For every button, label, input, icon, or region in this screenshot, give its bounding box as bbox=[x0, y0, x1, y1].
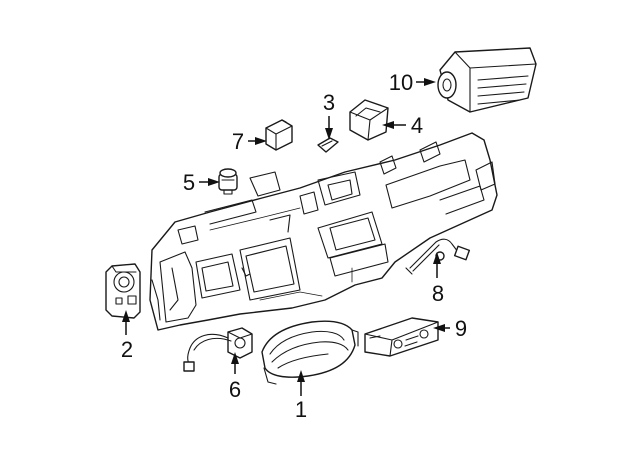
callout-9: 9 bbox=[455, 316, 467, 341]
part-4-switch-module bbox=[349, 99, 389, 141]
callout-4: 4 bbox=[411, 113, 423, 138]
callout-labels: 1 2 3 4 5 6 7 8 9 10 bbox=[121, 70, 467, 422]
leader-arrows bbox=[122, 78, 450, 396]
part-8-cable bbox=[405, 238, 471, 275]
arrowhead-9 bbox=[433, 324, 445, 332]
arrowhead-4 bbox=[382, 121, 394, 129]
arrowhead-3 bbox=[325, 128, 333, 140]
arrowhead-6 bbox=[231, 352, 239, 364]
callout-1: 1 bbox=[295, 397, 307, 422]
arrowhead-1 bbox=[297, 370, 305, 382]
callout-3: 3 bbox=[323, 90, 335, 115]
arrowhead-8 bbox=[433, 252, 441, 264]
part-2-headlamp-switch bbox=[105, 263, 141, 319]
callout-6: 6 bbox=[229, 377, 241, 402]
part-5-connector bbox=[218, 168, 238, 195]
part-9-climate-control bbox=[364, 317, 439, 357]
arrowhead-2 bbox=[122, 310, 130, 322]
callout-7: 7 bbox=[232, 129, 244, 154]
callout-8: 8 bbox=[432, 281, 444, 306]
callout-5: 5 bbox=[183, 170, 195, 195]
arrowhead-7 bbox=[255, 137, 267, 145]
arrowhead-10 bbox=[424, 78, 436, 86]
part-3-clip bbox=[317, 137, 339, 153]
part-1-instrument-cluster bbox=[261, 320, 359, 385]
callout-10: 10 bbox=[389, 70, 413, 95]
part-10-airbag-module bbox=[437, 47, 537, 113]
instrument-panel bbox=[149, 132, 498, 331]
callout-2: 2 bbox=[121, 337, 133, 362]
arrowhead-5 bbox=[208, 178, 220, 186]
part-7-bracket bbox=[265, 119, 293, 151]
part-6-switch-harness bbox=[183, 327, 253, 372]
